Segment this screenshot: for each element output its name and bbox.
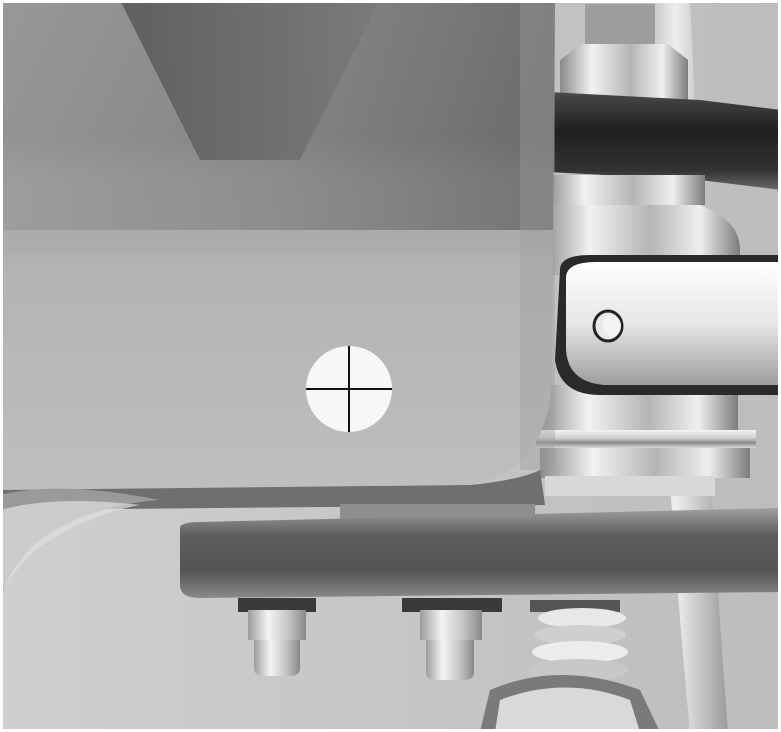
lower-bolt-left[interactable] [238, 598, 316, 676]
mounting-bracket[interactable] [0, 0, 555, 495]
lower-control-arm[interactable] [180, 508, 781, 598]
bracket-rib [120, 0, 380, 160]
spring-bellows[interactable] [480, 600, 660, 732]
lower-bolt-right[interactable] [402, 598, 502, 680]
crosshair-icon[interactable] [306, 346, 392, 432]
tie-rod-link[interactable] [555, 255, 781, 395]
upper-control-arm[interactable] [548, 92, 781, 190]
